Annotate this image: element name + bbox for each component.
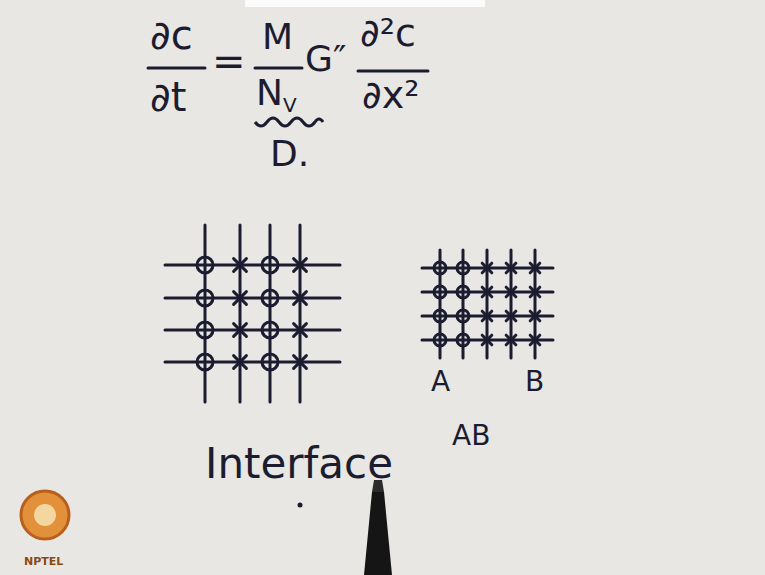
equals-sign: = — [212, 38, 246, 84]
atom-cross — [482, 311, 492, 321]
atom-cross — [482, 335, 492, 345]
lattice-line — [269, 225, 272, 402]
atom-circle — [197, 290, 213, 306]
marker-pen — [364, 492, 392, 575]
lattice-line — [204, 225, 207, 402]
logo-text: NPTEL — [24, 556, 63, 569]
lattice-right — [422, 250, 553, 358]
atom-cross — [294, 356, 307, 369]
numerator: ∂c — [150, 12, 193, 58]
nptel-logo-core — [34, 504, 56, 526]
atom-cross — [482, 263, 492, 273]
lattice-line — [165, 264, 340, 267]
atom-circle — [262, 354, 278, 370]
species-label: A — [431, 366, 450, 398]
variable: G″ — [305, 38, 346, 79]
lattice-line — [462, 250, 465, 358]
nptel-logo — [21, 491, 69, 539]
atom-circle — [434, 310, 446, 322]
atom-circle — [197, 354, 213, 370]
wavy-underbrace — [255, 118, 323, 126]
atom-circle — [457, 262, 469, 274]
atom-cross — [294, 259, 307, 272]
atom-circle — [434, 262, 446, 274]
atom-circle — [457, 310, 469, 322]
species-label: B — [525, 366, 544, 398]
atom-cross — [530, 335, 540, 345]
atom-cross — [530, 263, 540, 273]
atom-cross — [234, 324, 247, 337]
atom-cross — [530, 287, 540, 297]
atom-circle — [457, 334, 469, 346]
atom-cross — [506, 263, 516, 273]
atom-cross — [234, 356, 247, 369]
atom-cross — [294, 292, 307, 305]
atom-cross — [482, 287, 492, 297]
lattice-line — [165, 329, 340, 332]
atom-circle — [457, 286, 469, 298]
numerator: M — [262, 16, 293, 57]
coefficient-label: D. — [270, 133, 309, 174]
lattice-line — [165, 361, 340, 364]
atom-circle — [262, 290, 278, 306]
denominator: N — [256, 72, 283, 113]
atom-cross — [506, 287, 516, 297]
lattice-line — [239, 225, 242, 402]
atom-circle — [262, 322, 278, 338]
lattice-line — [299, 225, 302, 402]
compound-label: AB — [452, 420, 490, 452]
atom-cross — [234, 259, 247, 272]
top-strip — [245, 0, 485, 7]
lattice-line — [165, 297, 340, 300]
atom-cross — [506, 335, 516, 345]
lattice-left — [165, 225, 340, 402]
atom-circle — [197, 257, 213, 273]
denominator: ∂t — [150, 74, 186, 120]
fraction-bars — [148, 68, 428, 71]
ink-dot — [298, 503, 303, 508]
atom-cross — [294, 324, 307, 337]
atom-circle — [434, 286, 446, 298]
atom-cross — [530, 311, 540, 321]
atom-cross — [234, 292, 247, 305]
atom-circle — [262, 257, 278, 273]
subscript: V — [283, 94, 297, 117]
atom-circle — [434, 334, 446, 346]
denominator: ∂x² — [362, 74, 419, 118]
atom-circle — [197, 322, 213, 338]
lattice-line — [439, 250, 442, 358]
handwritten-word: Interface — [205, 440, 393, 488]
atom-cross — [506, 311, 516, 321]
numerator: ∂²c — [360, 12, 416, 56]
